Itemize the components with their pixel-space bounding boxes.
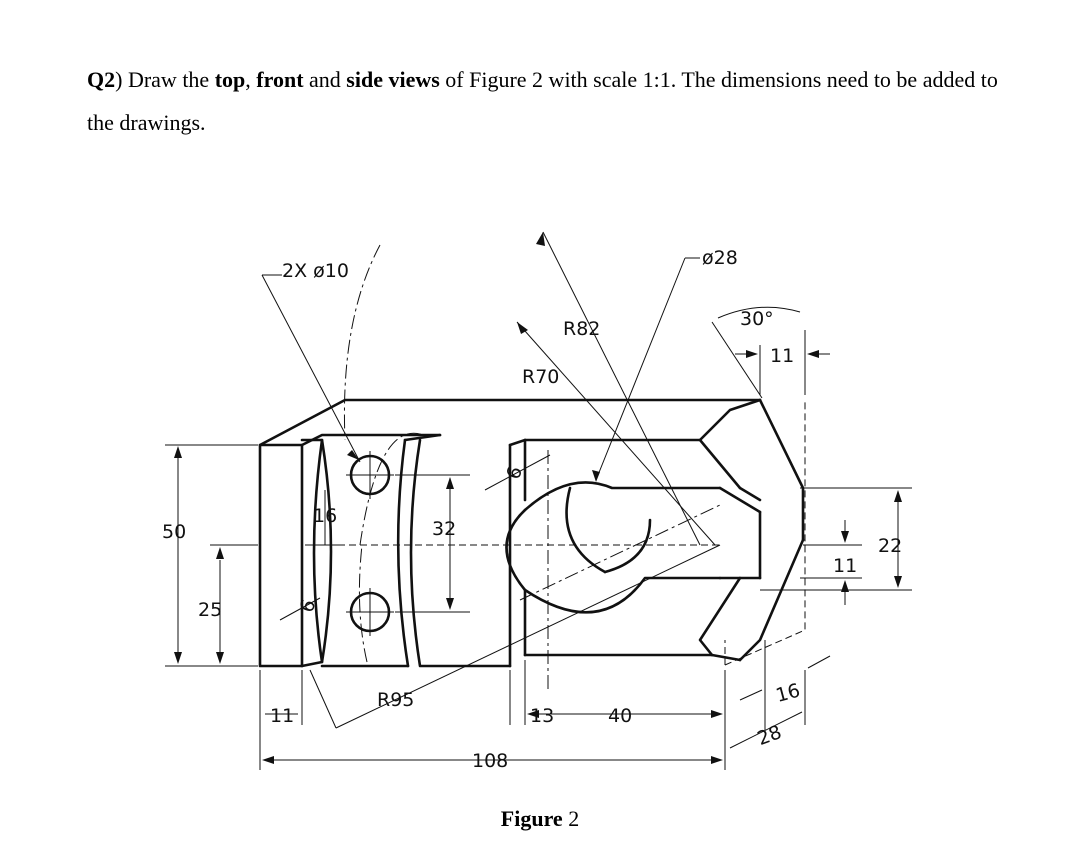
dim-6-a: 6 (502, 463, 527, 482)
keyword-top: top (214, 67, 246, 92)
arrowheads (174, 232, 902, 764)
figure-caption: Figure 2 (0, 806, 1080, 832)
dim-22: 22 (878, 535, 902, 557)
dim-32: 32 (432, 518, 456, 540)
dim-diam28: ø28 (702, 247, 738, 269)
caption-label: Figure (500, 806, 563, 831)
object-outline (258, 398, 805, 668)
dim-r95: R95 (377, 689, 414, 711)
question-paren: ) (115, 67, 123, 92)
dim-40: 40 (608, 705, 632, 727)
dimension-lines (165, 231, 912, 770)
dim-16: 16 (313, 505, 337, 527)
question-text-2: , (245, 67, 257, 92)
dim-16-depth: 16 (773, 679, 802, 707)
hole-top (346, 451, 394, 499)
dim-25: 25 (198, 599, 222, 621)
keyword-side-views: side views (346, 67, 440, 92)
dim-11-top: 11 (770, 345, 794, 367)
dim-11-bottom: 11 (270, 705, 294, 727)
dim-11-right: 11 (833, 555, 857, 577)
dim-13: 13 (530, 705, 554, 727)
keyword-front: front (256, 67, 304, 92)
question-text-4: of Figure 2 with scale 1:1. The dimensio… (87, 67, 998, 135)
technical-drawing: 2X ø10 ø28 R82 R70 30° 11 6 6 16 32 50 2… (160, 228, 920, 800)
dim-50: 50 (162, 521, 186, 543)
dim-r82: R82 (563, 318, 600, 340)
question-text-3: and (303, 67, 347, 92)
dim-108: 108 (472, 750, 508, 772)
hole-bottom (346, 588, 394, 636)
dim-30deg: 30° (740, 308, 774, 330)
question-text: Q2) Draw the top, front and side views o… (87, 58, 1027, 144)
center-lines (343, 244, 721, 690)
question-text-1: Draw the (122, 67, 215, 92)
dim-28: 28 (754, 721, 784, 750)
caption-number: 2 (562, 806, 580, 831)
dim-r70: R70 (522, 366, 559, 388)
hidden-lines (305, 400, 806, 666)
dim-2x-diam10: 2X ø10 (282, 260, 349, 282)
question-label: Q2 (87, 67, 116, 92)
dimension-texts: 2X ø10 ø28 R82 R70 30° 11 6 6 16 32 50 2… (162, 247, 902, 772)
